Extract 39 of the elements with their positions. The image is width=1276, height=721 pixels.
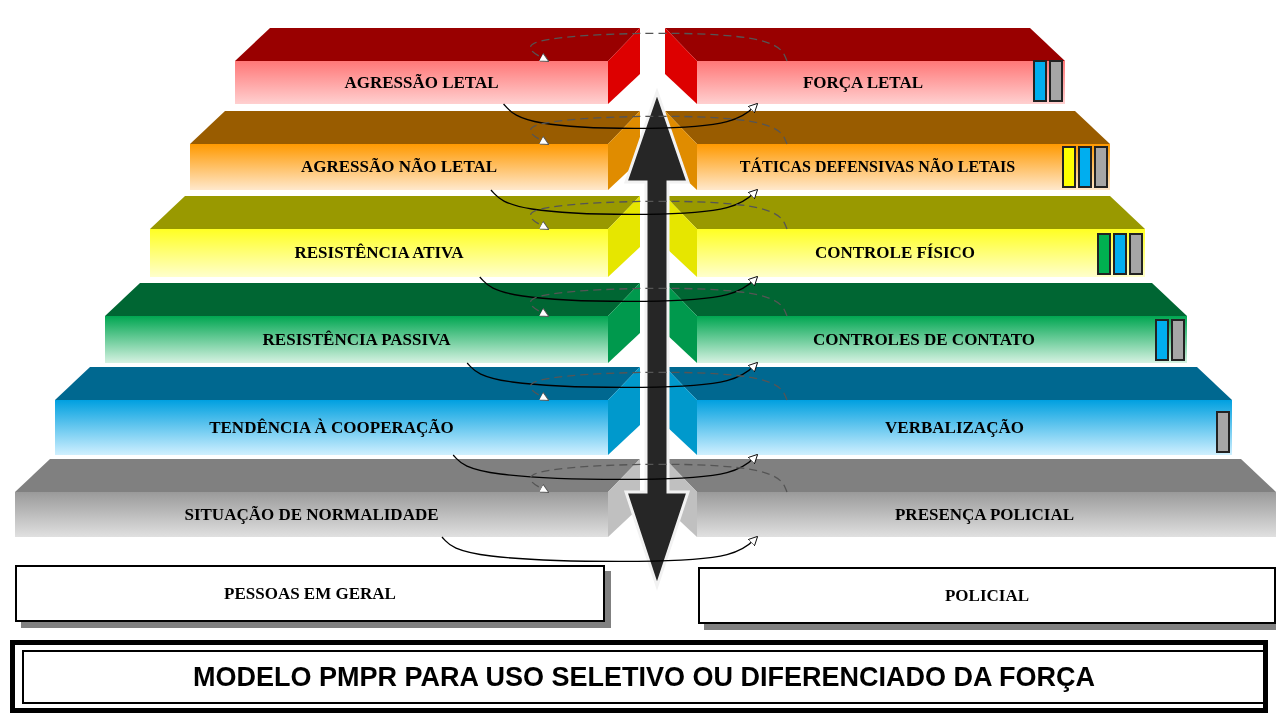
diagram-title: MODELO PMPR PARA USO SELETIVO OU DIFERENCIADO DA FORÇA: [22, 650, 1266, 704]
step-bar: [235, 61, 608, 104]
level-label: AGRESSÃO LETAL: [344, 72, 499, 93]
level-label: FORÇA LETAL: [802, 72, 924, 93]
level-label: RESISTÊNCIA ATIVA: [294, 243, 464, 263]
curved-arrow: [529, 371, 788, 401]
level-label: CONTROLES DE CONTATO: [813, 329, 1035, 350]
curved-arrow: [502, 102, 759, 130]
step-bar: [697, 400, 1232, 455]
step-bar: [190, 144, 608, 190]
curved-arrow: [529, 115, 788, 145]
curved-arrow: [529, 200, 788, 230]
group-label: PESSOAS EM GERAL: [224, 583, 396, 604]
step-bar: [15, 492, 608, 537]
level-label: CONTROLE FÍSICO: [814, 243, 976, 263]
curved-arrow: [529, 287, 788, 317]
curved-arrow: [452, 453, 759, 481]
step-bar: [55, 400, 608, 455]
level-label: TENDÊNCIA À COOPERAÇÃO: [209, 417, 454, 438]
curved-arrow: [529, 463, 788, 493]
step-bar: [150, 229, 608, 277]
step-bar: [105, 316, 608, 363]
curved-arrow: [490, 188, 759, 216]
group-label: POLICIAL: [944, 585, 1030, 606]
curved-arrow: [529, 32, 788, 62]
curved-arrow: [441, 535, 759, 563]
level-label: PRESENÇA POLICIAL: [895, 504, 1074, 525]
level-label: SITUAÇÃO DE NORMALIDADE: [184, 504, 439, 525]
level-label: TÁTICAS DEFENSIVAS NÃO LETAIS: [739, 158, 1016, 176]
step-bar: [697, 316, 1187, 363]
curved-arrow: [479, 275, 759, 303]
curved-arrow: [466, 361, 759, 389]
step-bar: [697, 144, 1110, 190]
level-label: VERBALIZAÇÃO: [885, 417, 1024, 438]
step-bar: [697, 492, 1276, 537]
step-bar: [697, 229, 1145, 277]
level-label: RESISTÊNCIA PASSIVA: [262, 329, 451, 350]
step-bar: [697, 61, 1065, 104]
level-label: AGRESSÃO NÃO LETAL: [300, 157, 498, 177]
